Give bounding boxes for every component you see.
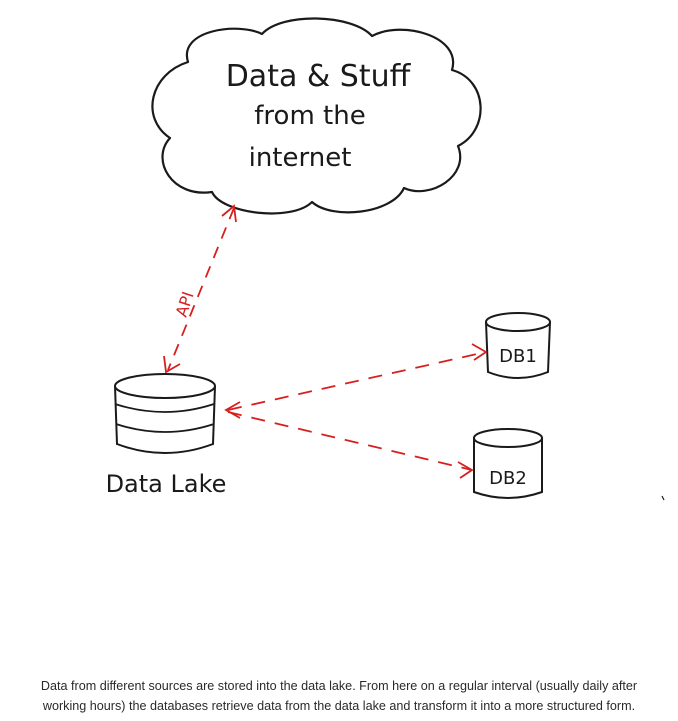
caption-line-2: working hours) the databases retrieve da… [0,696,678,716]
figure-caption: Data from different sources are stored i… [0,676,678,716]
data-flow-diagram: Data & Stuff from the internet API Data … [0,0,678,650]
data-lake-cylinder: Data Lake [106,374,227,498]
cloud-line-1: Data & Stuff [226,59,412,94]
caption-line-1: Data from different sources are stored i… [0,676,678,696]
lake-db1-arrow [228,344,486,410]
cloud-line-3: internet [249,143,352,173]
api-arrow: API [164,206,236,372]
db2-label: DB2 [489,468,527,489]
db1-arrowhead [472,344,486,360]
db1-label: DB1 [499,346,537,367]
lake-db2-arrow [228,412,472,478]
api-arrowhead-bottom [164,356,180,372]
data-lake-label: Data Lake [106,470,227,498]
cloud-line-2: from the [254,101,365,131]
api-arrowhead-top [222,206,236,222]
api-label: API [172,289,198,319]
internet-cloud: Data & Stuff from the internet [152,18,480,213]
db1-cylinder: DB1 [486,313,550,378]
db2-cylinder: DB2 [474,429,542,498]
stray-mark [662,496,664,500]
